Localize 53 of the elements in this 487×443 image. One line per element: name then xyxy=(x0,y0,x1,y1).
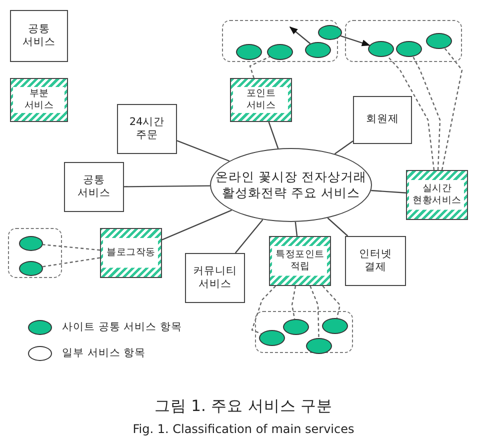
main-service-ellipse: 온라인 꽃시장 전자상거래 활성화전략 주요 서비스 xyxy=(210,148,372,222)
service-box: 회원제 xyxy=(353,96,412,144)
service-item-ellipse xyxy=(266,44,293,60)
connector-line xyxy=(162,210,232,240)
service-item-ellipse xyxy=(18,236,43,251)
connector-line xyxy=(327,218,348,236)
hatched-service-box: 포인트 서비스 xyxy=(230,78,292,122)
hatched-service-box: 특정포인트 적립 xyxy=(269,236,331,286)
arrow xyxy=(340,35,370,46)
dashed-group-box xyxy=(255,311,353,353)
connector-line xyxy=(371,190,406,194)
english-caption: Fig. 1. Classification of main services xyxy=(132,422,356,436)
connector-line xyxy=(234,219,264,254)
legend-label: 일부 서비스 항목 xyxy=(62,346,146,361)
dashed-group-box xyxy=(8,228,62,278)
service-box: 공통 서비스 xyxy=(10,10,68,62)
connector-line xyxy=(334,140,354,154)
service-item-ellipse xyxy=(396,40,422,57)
service-box: 커뮤니티 서비스 xyxy=(185,253,245,303)
dashed-connector xyxy=(249,56,270,78)
service-item-ellipse xyxy=(306,338,332,354)
dashed-connector xyxy=(310,286,320,338)
dashed-group-box xyxy=(345,20,462,62)
service-item-ellipse xyxy=(426,32,452,49)
service-box: 24시간 주문 xyxy=(117,104,177,154)
service-item-ellipse xyxy=(368,40,394,57)
dashed-connector xyxy=(42,257,100,268)
hatched-service-box: 블로그작동 xyxy=(100,228,162,278)
service-box: 인터넷 결제 xyxy=(345,236,406,286)
dashed-connector xyxy=(441,48,463,170)
dashed-connector xyxy=(386,56,435,170)
connector-line xyxy=(124,185,210,188)
service-item-ellipse xyxy=(304,42,331,58)
dashed-connector xyxy=(412,56,441,170)
dashed-connector xyxy=(322,286,341,318)
connector-line xyxy=(176,140,230,162)
service-item-ellipse xyxy=(236,44,262,60)
arrow xyxy=(289,26,311,44)
legend-label: 사이트 공통 서비스 항목 xyxy=(62,320,182,335)
service-item-ellipse xyxy=(282,318,309,335)
dashed-connector xyxy=(291,286,296,320)
service-item-ellipse xyxy=(258,330,285,346)
hatched-service-box: 부분 서비스 xyxy=(10,78,68,122)
service-item-ellipse xyxy=(18,260,43,276)
connector-line xyxy=(268,122,279,149)
service-item-ellipse xyxy=(322,318,348,334)
hatched-service-box: 실시간 현황서비스 xyxy=(406,170,468,220)
dashed-connector xyxy=(251,286,276,334)
dashed-connector xyxy=(42,244,100,251)
service-item-ellipse xyxy=(318,25,342,40)
service-box: 공통 서비스 xyxy=(64,162,124,212)
connector-line xyxy=(294,222,298,236)
figure-caption: 그림 1. 주요 서비스 구분 xyxy=(153,396,334,417)
